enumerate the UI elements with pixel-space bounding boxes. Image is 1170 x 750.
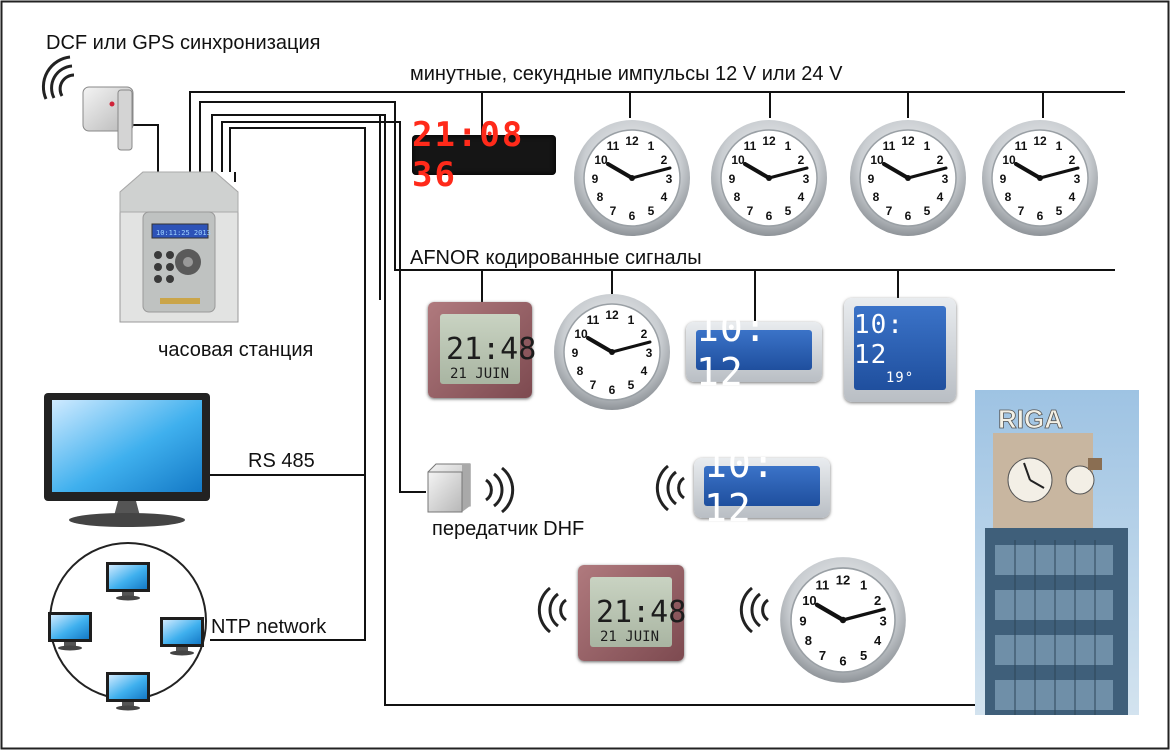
square-clock-time: 10: 12 [854, 310, 904, 370]
red-led-time: 21:08 36 [412, 115, 525, 195]
gps-antenna [82, 86, 134, 151]
dhf-transmitter [427, 463, 471, 513]
transmitter-signal-icon [485, 466, 515, 514]
analog-clock [848, 118, 968, 238]
analog-clock [709, 118, 829, 238]
blue-clock-time: 10: 12 [696, 306, 812, 394]
analog-clock-signal-icon [739, 586, 769, 634]
ntp-label: NTP network [211, 616, 327, 638]
ntp-network [48, 542, 207, 711]
impulse-clocks [572, 118, 1100, 238]
lcd-date: 21 JUIN [450, 366, 510, 382]
rs485-label: RS 485 [248, 450, 315, 472]
blue-clock-signal-icon [655, 464, 685, 512]
square-clock-screen: 10: 12 19° [854, 306, 946, 390]
analog-clock [780, 557, 906, 683]
lcd-clock-signal-icon [537, 586, 567, 634]
sync-label: DCF или GPS синхронизация [46, 32, 321, 54]
station-keypad [154, 249, 201, 283]
radio-waves [485, 464, 769, 634]
radio-blue-digital-clock: 10: 12 [694, 442, 830, 530]
radio-blue-clock-time: 10: 12 [704, 442, 820, 530]
clock-station [119, 171, 239, 323]
analog-clock [572, 118, 692, 238]
station-screen-text: 10:11:25 2013 [156, 229, 211, 237]
station-label: часовая станция [158, 339, 314, 361]
antenna-signal-icon [41, 55, 75, 100]
analog-clock [980, 118, 1100, 238]
lcd-clock: 21:48 21 JUIN [428, 302, 536, 398]
radio-lcd-clock: 21:48 21 JUIN [578, 565, 686, 661]
afnor-label: AFNOR кодированные сигналы [410, 247, 702, 269]
red-led-clock: 21:08 36 [412, 115, 556, 195]
wiring [130, 91, 1125, 706]
radio-lcd-time: 21:48 [596, 595, 687, 630]
radio-lcd-date: 21 JUIN [600, 629, 660, 645]
square-clock-temperature: 19° [885, 370, 915, 386]
impulses-label: минутные, секундные импульсы 12 V или 24… [410, 63, 843, 85]
square-digital-clock: 10: 12 19° [844, 298, 956, 402]
lcd-time: 21:48 [446, 332, 537, 367]
tower-sign-text: RIGA [998, 404, 1063, 434]
blue-digital-clock: 10: 12 [686, 306, 822, 394]
radio-lcd-screen: 21:48 21 JUIN [590, 577, 686, 647]
analog-clock [552, 292, 672, 412]
pc-monitor [44, 393, 210, 527]
lcd-screen: 21:48 21 JUIN [440, 314, 536, 384]
transmitter-label: передатчик DHF [432, 518, 585, 540]
riga-tower-photo [975, 390, 1139, 715]
